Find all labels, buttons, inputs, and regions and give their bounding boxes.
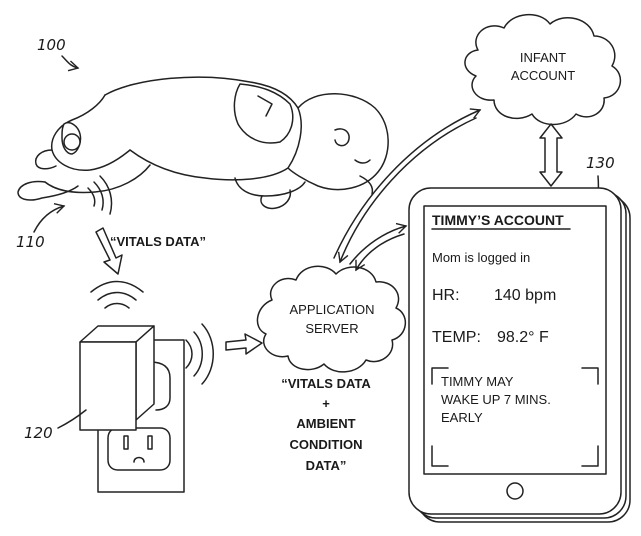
hub-front-face — [79, 341, 137, 431]
tablet-home-button[interactable] — [506, 482, 524, 500]
hub-device — [79, 280, 214, 493]
infant-face — [359, 175, 374, 195]
outlet-socket-upper — [149, 361, 171, 411]
alert-frame-br — [581, 445, 599, 467]
infant-diaper-tab — [257, 95, 273, 117]
outlet-ground — [133, 456, 145, 463]
infant-account-cloud — [464, 14, 622, 126]
hub-wave-top-1 — [104, 302, 130, 309]
infant-foot-upper — [34, 149, 57, 170]
ref-130: 130 — [586, 154, 615, 172]
alert-line-1: TIMMY MAY — [441, 374, 514, 389]
sensor-wave-2 — [93, 181, 104, 211]
account-title: TIMMY’S ACCOUNT — [432, 212, 564, 228]
hub-wave-right-1 — [185, 339, 193, 369]
alert-frame-tl — [431, 367, 449, 385]
tablet-screen — [423, 205, 607, 475]
infant-head — [287, 93, 389, 191]
temp-value: 98.2° F — [497, 329, 549, 346]
sensor-wave-1 — [87, 187, 96, 207]
ref-120: 120 — [24, 424, 53, 442]
alert-line-3: EARLY — [441, 410, 483, 425]
sensor-wave-3 — [99, 175, 113, 215]
infant-diaper — [233, 83, 294, 144]
arrow-server-account-b — [337, 117, 477, 264]
hr-label: HR: — [432, 287, 460, 304]
infant-ear — [334, 128, 350, 147]
arrow-server-account-a — [333, 108, 482, 259]
ref-100-leader — [61, 55, 80, 72]
arrow-sensor-to-hub — [95, 227, 123, 275]
alert-frame-tr — [581, 367, 599, 385]
combined-data-label: “VITALS DATA + AMBIENT CONDITION DATA” — [281, 376, 371, 473]
infant-arm — [234, 177, 306, 197]
alert-line-2: WAKE UP 7 MINS. — [441, 392, 551, 407]
combined-line-1: “VITALS DATA — [281, 376, 371, 391]
arrow-server-device-a — [349, 222, 408, 265]
alert-frame-bl — [431, 445, 449, 467]
infant-eye — [354, 159, 371, 164]
outlet-slot-left — [123, 435, 129, 450]
hr-value: 140 bpm — [494, 287, 556, 304]
hub-wave-right-3 — [201, 323, 214, 385]
outlet-slot-right — [147, 435, 153, 450]
infant-foot-lower — [17, 180, 79, 201]
infant-leg-lower — [44, 164, 151, 194]
hub-wave-top-3 — [90, 280, 144, 293]
arrow-server-device-b — [355, 233, 405, 272]
ref-110: 110 — [16, 233, 45, 251]
hub-side-face — [135, 325, 155, 421]
hub-wave-right-2 — [193, 331, 203, 377]
app-server-label-2: SERVER — [305, 321, 358, 336]
arrow-account-device — [539, 123, 563, 187]
combined-line-2: + — [322, 396, 330, 411]
ref-110-leader — [33, 202, 66, 233]
outlet-socket — [107, 427, 171, 471]
ref-100: 100 — [37, 36, 66, 54]
infant-illustration — [17, 76, 389, 215]
login-status: Mom is logged in — [432, 250, 530, 265]
infant-account-label-2: ACCOUNT — [511, 68, 575, 83]
temp-label: TEMP: — [432, 329, 481, 346]
application-server-cloud — [256, 265, 406, 373]
infant-hand — [260, 189, 292, 210]
tablet-device: TIMMY’S ACCOUNT Mom is logged in HR: 140… — [408, 187, 631, 523]
ref-120-leader — [57, 409, 87, 429]
ankle-sensor — [63, 133, 81, 151]
app-server-label-1: APPLICATION — [289, 302, 374, 317]
combined-line-4: CONDITION — [290, 437, 363, 452]
infant-torso — [104, 76, 302, 181]
arrow-hub-to-server — [225, 333, 263, 355]
infant-account-label-1: INFANT — [520, 50, 566, 65]
combined-line-5: DATA” — [306, 458, 347, 473]
hub-wave-top-2 — [97, 291, 137, 301]
vitals-data-label: “VITALS DATA” — [110, 234, 206, 249]
combined-line-3: AMBIENT — [296, 416, 355, 431]
